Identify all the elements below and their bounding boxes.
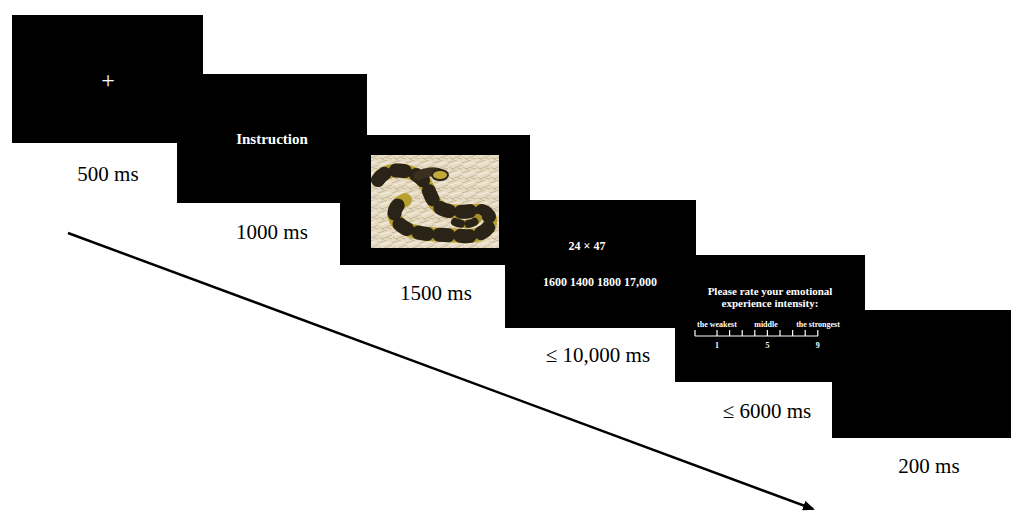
screen-text: middle	[754, 321, 778, 330]
duration-label: 500 ms	[77, 163, 138, 186]
screen-frame: Please rate your emotional experience in…	[675, 255, 865, 382]
rating-scale	[675, 255, 865, 382]
screen-text: Please rate your emotional experience in…	[695, 285, 845, 309]
screen-frame: Instruction	[177, 74, 367, 203]
screen-text: 1600 1400 1800 17,000	[543, 276, 657, 289]
screen-frame: 24 × 47 1600 1400 1800 17,000	[505, 200, 696, 328]
screen-text: 1	[715, 342, 719, 351]
duration-label: 1500 ms	[400, 282, 472, 305]
duration-label: 200 ms	[898, 455, 959, 478]
duration-label: 1000 ms	[236, 221, 308, 244]
screen-text: 24 × 47	[569, 240, 606, 253]
screen-text: Instruction	[236, 131, 308, 148]
duration-label: ≤ 6000 ms	[723, 400, 812, 423]
picture-screen	[340, 135, 530, 265]
screen-text: 5	[765, 342, 769, 351]
duration-label: ≤ 10,000 ms	[546, 344, 650, 367]
screen-text: 9	[816, 342, 820, 351]
screen-text: the weakest	[697, 321, 737, 330]
screen-text: +	[101, 67, 115, 93]
screen-frame: +	[12, 15, 203, 143]
screen-text: the strongest	[796, 321, 840, 330]
